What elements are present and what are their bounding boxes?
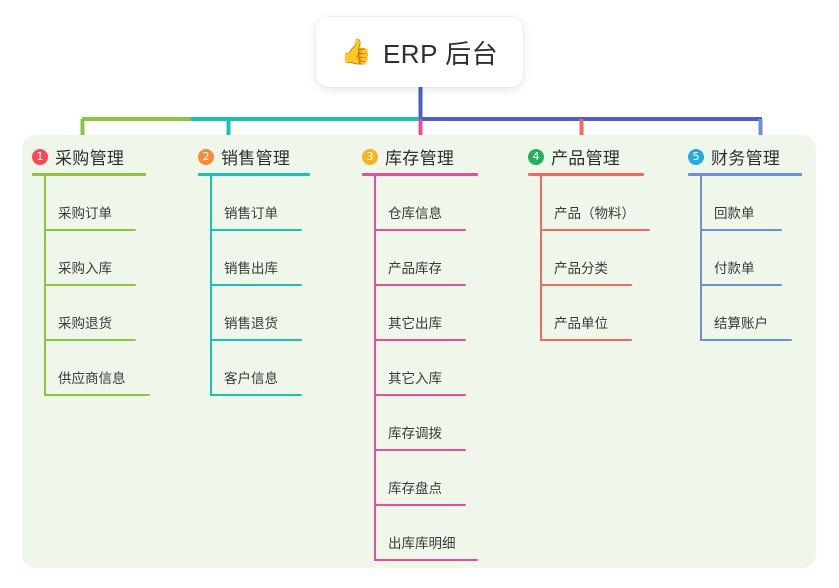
branches-panel xyxy=(22,135,816,568)
branch-item-rule xyxy=(374,339,466,341)
branch-item-label: 仓库信息 xyxy=(388,206,442,221)
branch-columns: 1 采购管理采购订单采购入库采购退货供应商信息 2 销售管理销售订单销售出库销售退货客… xyxy=(22,135,816,568)
branch-item-rule xyxy=(374,559,478,561)
branch-number-badge: 2 xyxy=(198,148,214,165)
branch-column-5: 5 财务管理回款单付款单结算账户 xyxy=(678,135,816,568)
thumbs-up-icon: 👍 xyxy=(340,37,372,66)
branch-item-label: 回款单 xyxy=(714,206,755,221)
branch-item-rule xyxy=(700,284,782,286)
branch-item-rule xyxy=(210,394,302,396)
branch-header-5[interactable]: 5 财务管理 xyxy=(688,144,780,169)
branch-item-label: 产品（物料） xyxy=(554,206,635,221)
root-title: ERP 后台 xyxy=(382,38,499,69)
branch-item-rule xyxy=(374,449,466,451)
branch-number-badge: 4 xyxy=(528,148,544,165)
branch-header-4[interactable]: 4 产品管理 xyxy=(528,144,620,169)
branch-title: 财务管理 xyxy=(711,149,781,168)
branch-title: 库存管理 xyxy=(385,149,455,168)
branch-item-label: 库存盘点 xyxy=(388,481,442,496)
branch-item-rule xyxy=(540,229,650,231)
branch-header-rule xyxy=(362,173,478,176)
branch-item-rule xyxy=(44,394,150,396)
branch-item-rule xyxy=(700,229,782,231)
branch-item-rule xyxy=(700,339,792,341)
branch-item-rule xyxy=(210,339,302,341)
branch-item-label: 产品库存 xyxy=(388,261,442,276)
branch-item-label: 付款单 xyxy=(714,261,755,276)
branch-spine xyxy=(210,176,212,396)
branch-item-rule xyxy=(374,229,466,231)
branch-spine xyxy=(700,176,702,341)
branch-number-badge: 3 xyxy=(362,148,378,165)
branch-header-1[interactable]: 1 采购管理 xyxy=(32,144,124,169)
branch-item-label: 销售订单 xyxy=(224,206,278,221)
branch-number-badge: 1 xyxy=(32,148,48,165)
branch-item-label: 采购入库 xyxy=(58,261,112,276)
branch-item-label: 产品分类 xyxy=(554,261,608,276)
branch-spine xyxy=(540,176,542,341)
branch-column-2: 2 销售管理销售订单销售出库销售退货客户信息 xyxy=(188,135,352,568)
branch-title: 产品管理 xyxy=(551,149,621,168)
branch-header-2[interactable]: 2 销售管理 xyxy=(198,144,290,169)
branch-item-rule xyxy=(374,504,466,506)
branch-item-label: 结算账户 xyxy=(714,316,768,331)
branch-item-label: 采购订单 xyxy=(58,206,112,221)
branch-header-rule xyxy=(528,173,644,176)
branch-spine xyxy=(374,176,376,561)
root-node[interactable]: 👍 ERP 后台 xyxy=(316,17,523,87)
branch-item-rule xyxy=(374,284,466,286)
branch-item-rule xyxy=(210,229,302,231)
branch-column-3: 3 库存管理仓库信息产品库存其它出库其它入库库存调拨库存盘点出库库明细 xyxy=(352,135,518,568)
branch-item-rule xyxy=(540,339,632,341)
branch-title: 采购管理 xyxy=(55,149,125,168)
branch-header-3[interactable]: 3 库存管理 xyxy=(362,144,454,169)
branch-item-label: 采购退货 xyxy=(58,316,112,331)
branch-item-rule xyxy=(374,394,466,396)
branch-item-label: 库存调拨 xyxy=(388,426,442,441)
branch-item-label: 产品单位 xyxy=(554,316,608,331)
branch-column-1: 1 采购管理采购订单采购入库采购退货供应商信息 xyxy=(22,135,188,568)
branch-item-label: 其它出库 xyxy=(388,316,442,331)
branch-item-label: 销售退货 xyxy=(224,316,278,331)
branch-item-rule xyxy=(44,339,136,341)
branch-item-rule xyxy=(44,284,136,286)
branch-item-label: 客户信息 xyxy=(224,371,278,386)
branch-item-label: 出库库明细 xyxy=(388,536,456,551)
branch-header-rule xyxy=(688,173,802,176)
branch-item-rule xyxy=(210,284,302,286)
branch-header-rule xyxy=(198,173,310,176)
branch-item-label: 销售出库 xyxy=(224,261,278,276)
branch-header-rule xyxy=(32,173,146,176)
branch-item-rule xyxy=(44,229,136,231)
branch-spine xyxy=(44,176,46,396)
branch-title: 销售管理 xyxy=(221,149,291,168)
branch-item-rule xyxy=(540,284,632,286)
branch-column-4: 4 产品管理产品（物料） 产品分类产品单位 xyxy=(518,135,678,568)
branch-item-label: 供应商信息 xyxy=(58,371,126,386)
branch-item-label: 其它入库 xyxy=(388,371,442,386)
branch-number-badge: 5 xyxy=(688,148,704,165)
